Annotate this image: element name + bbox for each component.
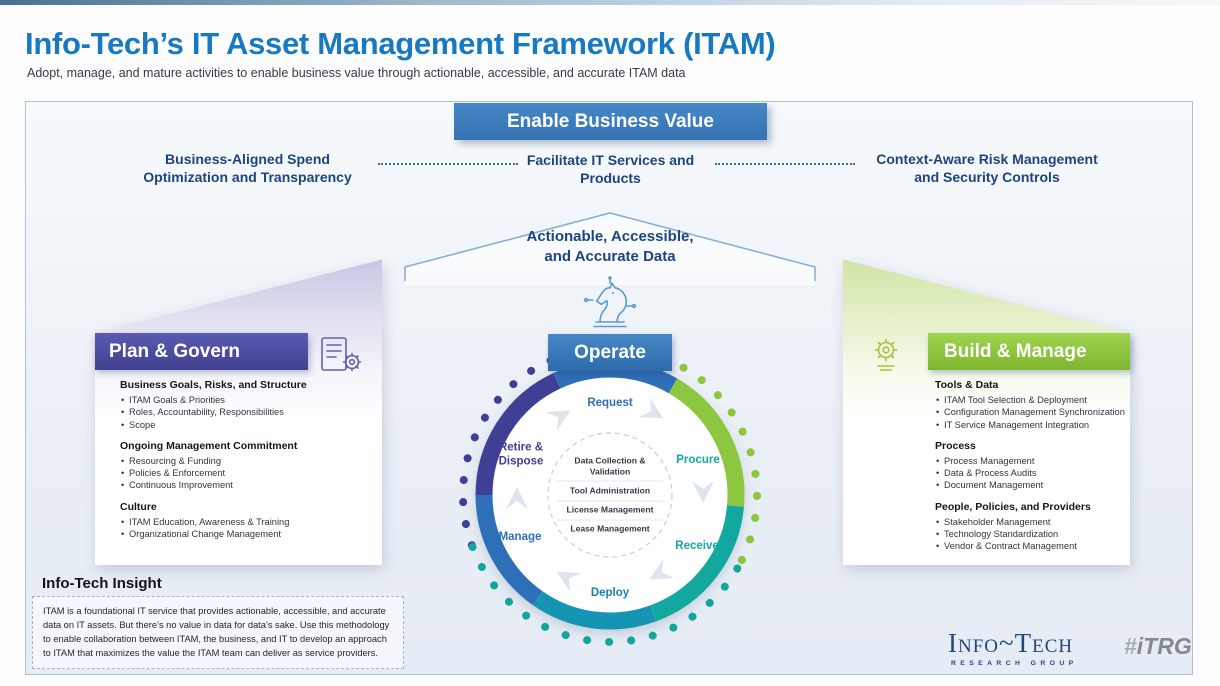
build-manage-content: Tools & Data ITAM Tool Selection & Deplo…: [935, 379, 1135, 561]
list-item: Resourcing & Funding: [120, 455, 372, 468]
list-item: Continuous Improvement: [120, 479, 372, 492]
insight-title: Info-Tech Insight: [42, 575, 162, 592]
list-item: IT Service Management Integration: [935, 419, 1135, 432]
section-heading: Ongoing Management Commitment: [120, 439, 298, 452]
section-heading: Culture: [120, 500, 157, 513]
page-title: Info-Tech’s IT Asset Management Framewor…: [25, 26, 776, 61]
center-activity: Tool Administration: [557, 480, 663, 500]
build-section-tools: Tools & Data ITAM Tool Selection & Deplo…: [935, 379, 1135, 431]
itrg-hash-symbol: #: [1124, 633, 1137, 659]
dotted-connector-right: [715, 163, 855, 165]
stage-manage: Manage: [498, 531, 542, 544]
pillar-it-services: Facilitate IT Services and Products: [526, 152, 695, 187]
lifecycle-ring-graphic: [459, 343, 761, 646]
list-item: Vendor & Contract Management: [935, 540, 1135, 553]
operate-lifecycle-diagram: Request Procure Receive Deploy Manage Re…: [450, 335, 770, 655]
build-section-process: Process Process Management Data & Proces…: [935, 440, 1135, 492]
list-item: Document Management: [935, 479, 1135, 492]
cycle-chevrons: [506, 397, 714, 593]
section-heading: Business Goals, Risks, and Structure: [120, 379, 307, 391]
list-item: Organizational Change Management: [120, 528, 372, 541]
document-gear-icon: [321, 337, 362, 372]
list-item: Configuration Management Synchronization: [935, 406, 1135, 419]
list-item: Technology Standardization: [935, 528, 1135, 541]
top-accent-bar: [0, 0, 1220, 5]
up-arrow-shape: [404, 212, 816, 285]
data-arrow-label: Actionable, Accessible, and Accurate Dat…: [526, 228, 694, 265]
list-item: Process Management: [935, 455, 1135, 468]
insight-body: ITAM is a foundational IT service that p…: [32, 596, 404, 669]
list-item: Stakeholder Management: [935, 516, 1135, 529]
stage-deploy: Deploy: [590, 587, 630, 600]
center-activity: Data Collection & Validation: [574, 455, 646, 477]
plan-section-goals: Business Goals, Risks, and Structure ITA…: [120, 379, 372, 431]
infotech-logo-subtitle: RESEARCH GROUP: [951, 660, 1078, 667]
enable-business-value-banner: Enable Business Value: [454, 103, 767, 140]
build-manage-header: Build & Manage: [928, 333, 1130, 370]
center-activity: Lease Management: [557, 519, 663, 538]
list-item: Scope: [120, 419, 372, 432]
stage-request: Request: [587, 397, 633, 410]
itrg-logo-text: iTRG: [1136, 633, 1192, 659]
plan-section-commitment: Ongoing Management Commitment Resourcing…: [120, 440, 372, 492]
list-item: ITAM Tool Selection & Deployment: [935, 394, 1135, 407]
list-item: Data & Process Audits: [935, 467, 1135, 480]
infotech-logo-wordmark: Info~Tech: [948, 628, 1074, 658]
list-item: Policies & Enforcement: [120, 467, 372, 480]
page-subtitle: Adopt, manage, and mature activities to …: [27, 66, 686, 80]
section-heading: Process: [935, 439, 976, 452]
section-heading: Tools & Data: [935, 379, 999, 391]
section-heading: People, Policies, and Providers: [935, 500, 1091, 513]
cycle-ring: [475, 360, 745, 630]
stage-retire-dispose: Retire & Dispose: [498, 441, 544, 467]
center-activity: License Management: [557, 500, 663, 519]
plan-govern-content: Business Goals, Risks, and Structure ITA…: [120, 379, 372, 549]
knight-icon: [583, 276, 637, 328]
cycle-inner-dashed-circle: [547, 432, 673, 558]
cycle-center-activities: Data Collection & Validation Tool Admini…: [557, 452, 663, 539]
list-item: Roles, Accountability, Responsibilities: [120, 406, 372, 419]
gear-icon: [874, 338, 898, 371]
pillar-spend-optimization: Business-Aligned Spend Optimization and …: [143, 151, 352, 186]
stage-receive: Receive: [675, 540, 719, 553]
itrg-logo: #iTRG: [1124, 633, 1192, 660]
pillar-risk-management: Context-Aware Risk Management and Securi…: [876, 151, 1098, 186]
infotech-logo: Info~Tech RESEARCH GROUP: [948, 628, 1078, 668]
operate-header: Operate: [548, 334, 672, 371]
plan-section-culture: Culture ITAM Education, Awareness & Trai…: [120, 501, 372, 541]
build-section-people: People, Policies, and Providers Stakehol…: [935, 501, 1135, 553]
list-item: ITAM Education, Awareness & Training: [120, 516, 372, 529]
stage-procure: Procure: [676, 454, 720, 467]
dotted-connector-left: [378, 163, 518, 165]
plan-govern-header: Plan & Govern: [95, 333, 308, 370]
list-item: ITAM Goals & Priorities: [120, 394, 372, 407]
